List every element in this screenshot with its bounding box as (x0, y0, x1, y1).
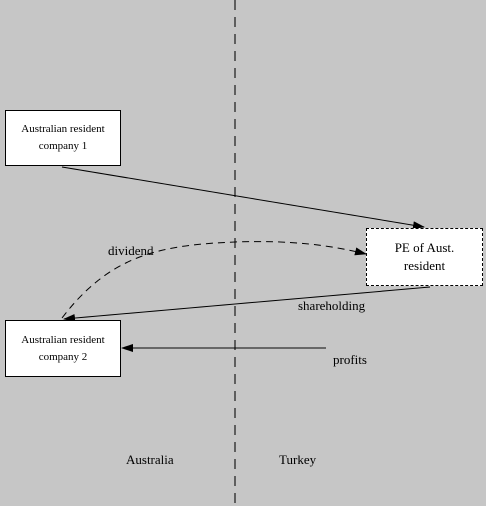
arrow-dividend-curve (61, 241, 367, 319)
company2-label: Australian resident company 2 (21, 333, 105, 363)
box-pe-of-aust-resident: PE of Aust. resident (366, 228, 483, 286)
company1-label: Australian resident company 1 (21, 123, 105, 152)
arrow-pe-to-company2-shareholding (63, 286, 431, 323)
label-profits: profits (333, 352, 367, 367)
pe-label: PE of Aust. resident (394, 240, 455, 273)
region-label-australia: Australia (126, 452, 174, 467)
label-dividend: dividend (108, 243, 154, 258)
box-australian-resident-company-2: Australian resident company 2 (5, 320, 121, 377)
label-shareholding: shareholding (298, 298, 366, 313)
arrow-company1-to-pe (61, 166, 425, 230)
box-australian-resident-company-1: Australian resident company 1 (5, 110, 121, 166)
region-label-turkey: Turkey (279, 452, 317, 467)
